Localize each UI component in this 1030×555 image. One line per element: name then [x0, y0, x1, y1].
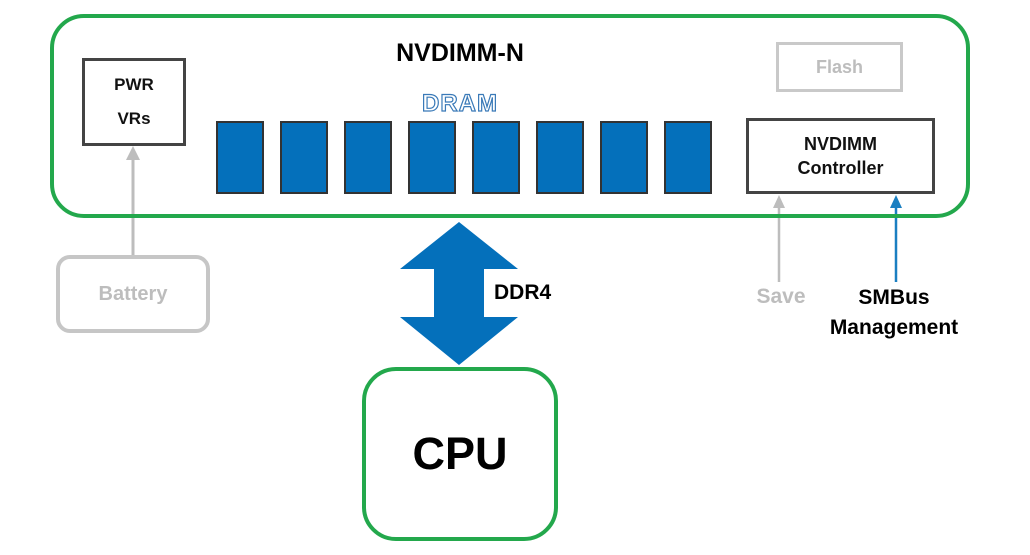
ddr4-label: DDR4 — [494, 281, 552, 304]
save-arrowhead — [773, 195, 785, 208]
nvdimm-controller-box: NVDIMM Controller — [746, 118, 935, 194]
smbus-label-line2: Management — [829, 316, 959, 339]
flash-label: Flash — [815, 56, 863, 77]
flash-box: Flash — [776, 42, 903, 92]
pwr-vrs-box: PWR VRs — [82, 58, 186, 146]
controller-label-line2: Controller — [797, 158, 884, 178]
ddr4-double-arrow — [400, 222, 518, 365]
dram-chip — [472, 121, 520, 194]
smbus-label-line1: SMBus — [858, 286, 930, 309]
dram-chip — [408, 121, 456, 194]
smbus-arrowhead — [890, 195, 902, 208]
dram-chip — [664, 121, 712, 194]
dram-label: DRAM — [421, 89, 498, 117]
dram-chip — [600, 121, 648, 194]
pwr-label: PWR — [114, 75, 154, 94]
battery-box: Battery — [56, 255, 210, 333]
controller-label-line1: NVDIMM — [804, 134, 877, 154]
smbus-management-label: SMBus Management — [806, 281, 982, 345]
dram-chip — [216, 121, 264, 194]
nvdimm-module-box — [50, 14, 970, 218]
dram-chip — [280, 121, 328, 194]
cpu-box: CPU — [362, 367, 558, 541]
module-title: NVDIMM-N — [396, 38, 524, 67]
cpu-label: CPU — [412, 428, 508, 479]
save-label: Save — [756, 285, 806, 308]
vrs-label: VRs — [117, 109, 151, 128]
battery-label: Battery — [98, 282, 168, 305]
battery-to-pwr-arrowhead — [126, 146, 140, 160]
dram-chip — [536, 121, 584, 194]
dram-chip — [344, 121, 392, 194]
